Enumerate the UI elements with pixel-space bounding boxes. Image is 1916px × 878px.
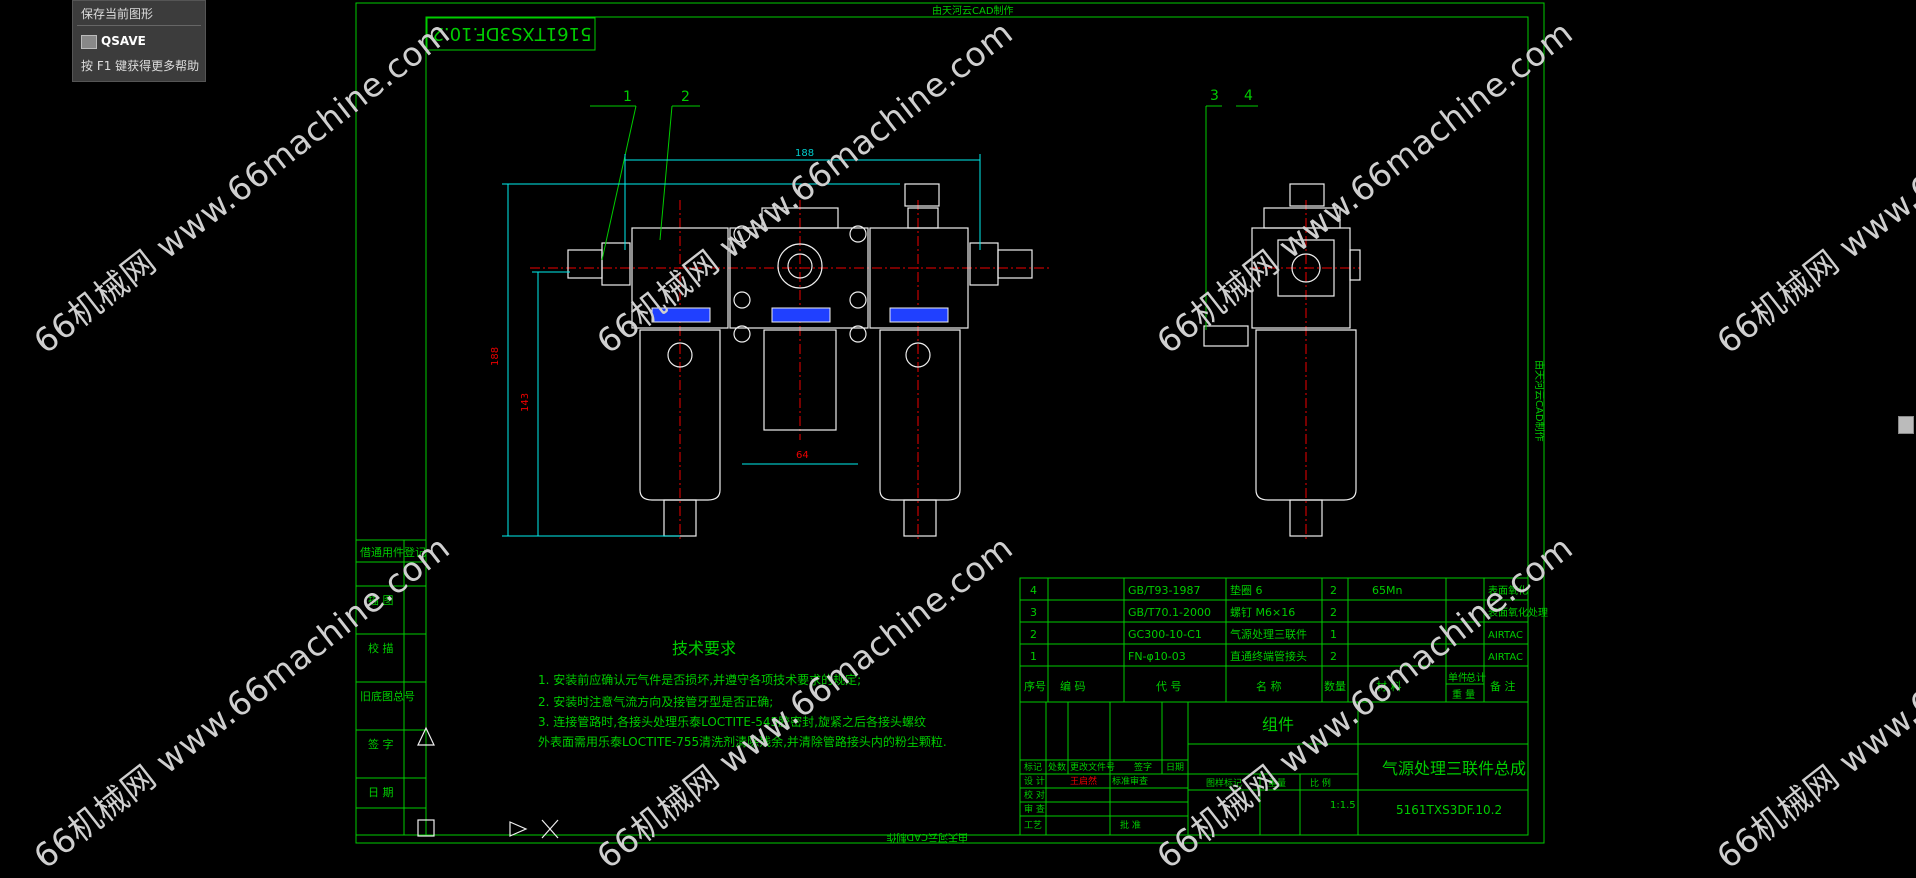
title-scale: 1:1.5 xyxy=(1330,800,1356,811)
code-box xyxy=(426,17,596,51)
tb-bili: 比 例 xyxy=(1310,777,1331,789)
strip-label-4: 签 字 xyxy=(368,737,394,751)
bom-cell-no: 2 xyxy=(1030,628,1037,641)
bom-cell-no: 4 xyxy=(1030,584,1037,597)
tb-sheji: 设 计 xyxy=(1024,775,1045,787)
command-tooltip: 保存当前图形 QSAVE 按 F1 键获得更多帮助 xyxy=(72,0,206,82)
bom-cell-qty: 1 xyxy=(1330,628,1337,641)
side-view: 3 4 xyxy=(1203,88,1361,540)
balloon-4: 4 xyxy=(1244,88,1253,104)
bom-table xyxy=(1019,577,1529,703)
bom-cell-name: 垫圈 6 xyxy=(1230,583,1263,597)
strip-label-0: 借通用件登记 xyxy=(360,545,426,559)
tb-gengai: 更改文件号 xyxy=(1070,761,1115,773)
tech-item-3: 3. 连接管路时,各接头处理乐泰LOCTITE-545胶密封,旋紧之后各接头螺纹 xyxy=(538,714,926,729)
tech-item-2: 2. 安装时注意气流方向及接管牙型是否正确; xyxy=(538,694,773,709)
frame-side-caption: 由天河云CAD制作 xyxy=(1533,360,1546,442)
bom-header-code: 编 码 xyxy=(1060,679,1086,693)
vertical-scroll-thumb[interactable] xyxy=(1898,416,1914,434)
dim-height: 188 xyxy=(490,347,501,366)
bom-cell-name: 螺钉 M6×16 xyxy=(1230,606,1295,619)
tb-tuyang: 图样标记 xyxy=(1206,777,1242,789)
tb-biaozhun: 标准审查 xyxy=(1112,775,1148,787)
bom-header-total: 总计 xyxy=(1466,671,1486,684)
frame-top-caption: 由天河云CAD制作 xyxy=(932,4,1014,17)
balloon-2: 2 xyxy=(681,89,690,105)
bom-cell-no: 1 xyxy=(1030,650,1037,663)
bom-cell-qty: 2 xyxy=(1330,584,1337,597)
strip-label-1: 描 图 xyxy=(368,593,394,607)
front-view: 1 2 xyxy=(530,89,1050,540)
tb-designer: 王启然 xyxy=(1070,775,1097,787)
frame-bottom-caption: 由天河云CAD制作 xyxy=(886,831,968,844)
tech-item-4: 外表面需用乐泰LOCTITE-755清洗剂清除残余,并清除管路接头内的粉尘颗粒. xyxy=(538,734,947,749)
bom-header: 序号 编 码 代 号 名 称 数量 材 料 单件 总计 重 量 备 注 xyxy=(1024,671,1516,701)
code-box-text: 5161TXS3DF.10.2 xyxy=(432,23,591,44)
tb-pizhun: 批 准 xyxy=(1120,819,1141,831)
bom-cell-qty: 2 xyxy=(1330,606,1337,619)
title-block: 组件 气源处理三联件总成 5161TXS3DF.10.2 1:1.5 标记 处数… xyxy=(1019,701,1529,836)
tb-biaoji: 标记 xyxy=(1024,761,1042,773)
bom-cell-std: GB/T70.1-2000 xyxy=(1128,606,1211,619)
left-strip: 借通用件登记 描 图 校 描 旧底图总号 签 字 日 期 xyxy=(355,539,559,839)
dimensions: 188 188 143 64 xyxy=(490,148,981,537)
title-part-name: 气源处理三联件总成 xyxy=(1382,759,1526,778)
bom-cell-mat: 65Mn xyxy=(1372,584,1402,597)
title-group: 组件 xyxy=(1262,715,1294,734)
tooltip-separator xyxy=(77,25,201,26)
bom-cell-note: 表面氧化 xyxy=(1488,584,1528,597)
tb-jiaodui: 校 对 xyxy=(1024,789,1045,801)
dim-bottom: 64 xyxy=(796,450,809,461)
tb-riqi: 日期 xyxy=(1166,762,1184,773)
tech-title: 技术要求 xyxy=(672,639,736,658)
drawing-outer-frame xyxy=(355,2,1545,844)
bom-cell-note: AIRTAC xyxy=(1488,652,1523,663)
bom-cell-name: 直通终端管接头 xyxy=(1230,649,1307,663)
bom-cell-note: AIRTAC xyxy=(1488,630,1523,641)
bom-cell-no: 3 xyxy=(1030,606,1037,619)
balloon-3: 3 xyxy=(1210,88,1219,104)
drawing-inner-frame xyxy=(425,16,1529,836)
tb-zhongliang: 重量 xyxy=(1268,777,1286,789)
save-icon xyxy=(81,35,97,49)
bom-header-unit: 单件 xyxy=(1448,672,1468,684)
bom-header-qty: 数量 xyxy=(1324,680,1346,693)
dim-height2: 143 xyxy=(520,393,531,412)
dim-width: 188 xyxy=(795,148,814,159)
bom-cell-std: GB/T93-1987 xyxy=(1128,584,1200,597)
strip-label-5: 日 期 xyxy=(368,786,394,799)
strip-label-3: 旧底图总号 xyxy=(360,689,415,703)
bom-cell-qty: 2 xyxy=(1330,650,1337,663)
bom-header-weight: 重 量 xyxy=(1452,688,1475,701)
bom-cell-note: 表面氧化处理 xyxy=(1488,606,1548,619)
bom-header-std: 代 号 xyxy=(1156,680,1182,693)
bom-header-no: 序号 xyxy=(1024,679,1046,693)
tooltip-command: QSAVE xyxy=(101,34,146,48)
title-part-code: 5161TXS3DF.10.2 xyxy=(1396,803,1502,817)
bom-cell-std: GC300-10-C1 xyxy=(1128,628,1202,641)
tb-qianzi: 签字 xyxy=(1134,761,1152,773)
cad-drawing-canvas[interactable]: 由天河云CAD制作 由天河云CAD制作 由天河云CAD制作 5161TXS3DF… xyxy=(0,0,1916,847)
bom-cell-name: 气源处理三联件 xyxy=(1230,627,1307,641)
tb-chushu: 处数 xyxy=(1048,761,1066,773)
technical-requirements: 技术要求 1. 安装前应确认元气件是否损坏,并遵守各项技术要求的规定; 2. 安… xyxy=(538,639,947,749)
bom-header-mat: 材 料 xyxy=(1376,679,1402,693)
tooltip-title: 保存当前图形 xyxy=(81,7,154,21)
tooltip-help: 按 F1 键获得更多帮助 xyxy=(81,59,200,73)
bom-header-note: 备 注 xyxy=(1490,679,1516,693)
bom-cell-std: FN-φ10-03 xyxy=(1128,650,1186,663)
tb-shencha: 审 查 xyxy=(1024,803,1045,815)
bom-rows: 4 GB/T93-1987 垫圈 6 2 65Mn 表面氧化 3 GB/T70.1-2000 螺… xyxy=(1030,583,1548,663)
tb-gongyi: 工艺 xyxy=(1024,820,1042,831)
tech-item-1: 1. 安装前应确认元气件是否损坏,并遵守各项技术要求的规定; xyxy=(538,672,861,687)
strip-label-2: 校 描 xyxy=(368,641,394,655)
bom-header-name: 名 称 xyxy=(1256,679,1282,693)
balloon-1: 1 xyxy=(623,89,632,105)
